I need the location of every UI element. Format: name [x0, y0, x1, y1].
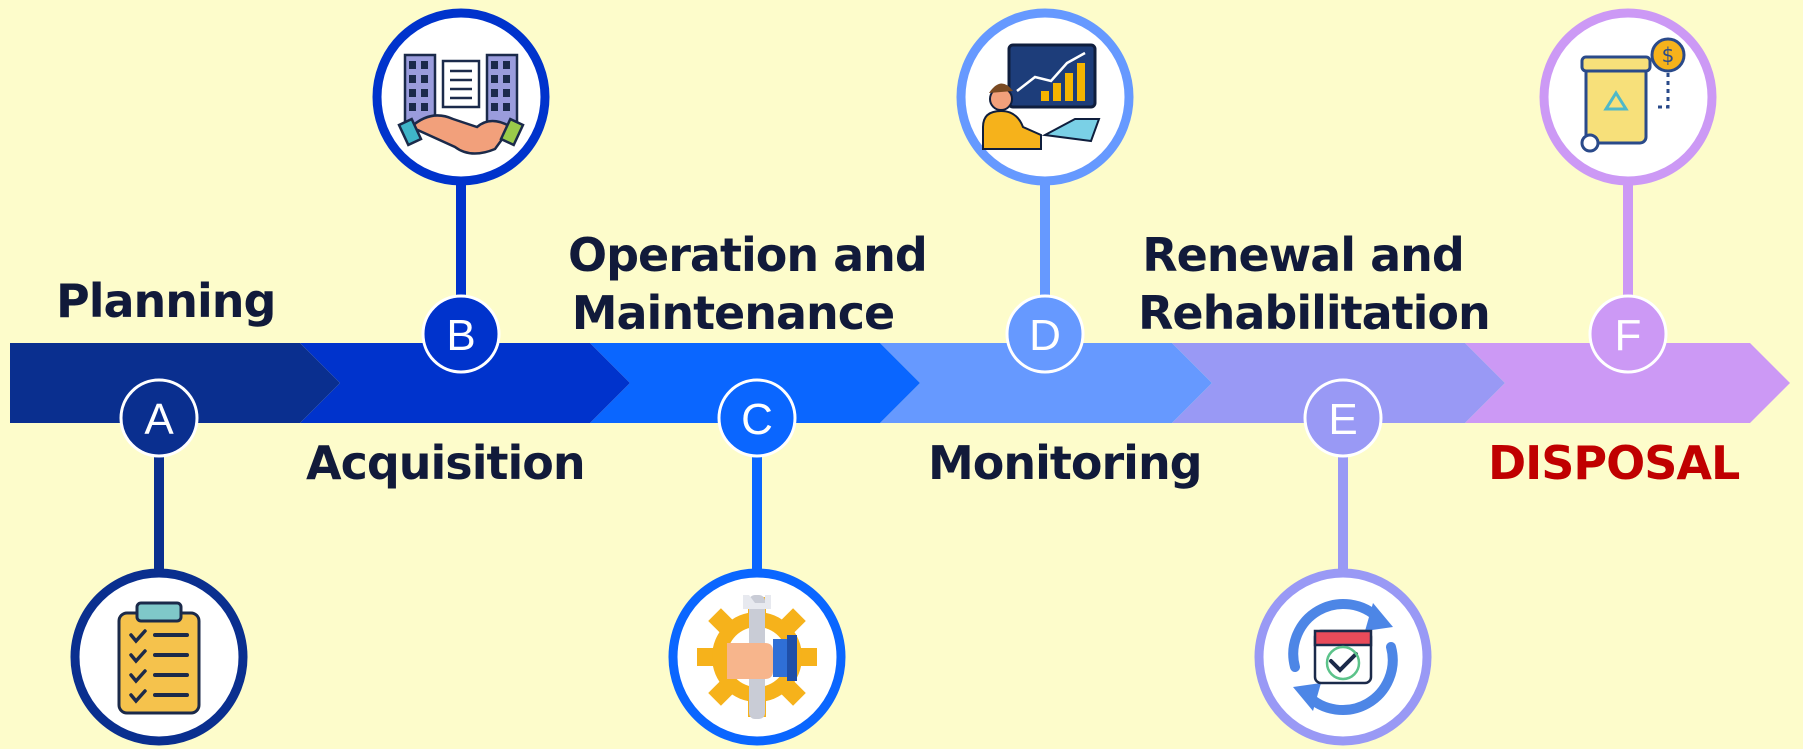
- icon-ring-a: [70, 568, 248, 746]
- stage-marker-d: D: [1005, 294, 1085, 374]
- stage-marker-e: E: [1303, 378, 1383, 458]
- clipboard-checklist-icon: [117, 601, 201, 715]
- arrow-segment-d: [880, 343, 1212, 423]
- arrow-band: [10, 343, 1790, 423]
- recycle-bin-icon: $: [1580, 37, 1686, 153]
- icon-rings: $: [70, 8, 1717, 746]
- analyst-chart-icon: [982, 43, 1101, 150]
- calendar-refresh-icon: [1288, 598, 1398, 716]
- stage-marker-b: B: [421, 294, 501, 374]
- stage-title-monitoring: Monitoring: [928, 436, 1203, 490]
- stage-letter-e: E: [1328, 395, 1357, 444]
- svg-text:$: $: [1662, 43, 1675, 67]
- arrow-segment-f: [1465, 343, 1790, 423]
- letter-markers: A B C D E F: [119, 294, 1668, 458]
- icon-ring-b: [372, 8, 550, 186]
- icon-ring-f: $: [1539, 8, 1717, 186]
- stage-letter-b: B: [446, 311, 475, 360]
- icon-ring-d: [956, 8, 1134, 186]
- stage-letter-d: D: [1029, 311, 1061, 360]
- stage-marker-a: A: [119, 378, 199, 458]
- stage-marker-c: C: [717, 378, 797, 458]
- stage-letter-a: A: [144, 395, 174, 444]
- stage-title-acquisition: Acquisition: [306, 436, 586, 490]
- stage-letter-c: C: [741, 395, 773, 444]
- stage-title-renewal-rehabilitation: Renewal and Rehabilitation: [1138, 228, 1491, 340]
- icon-ring-c: [668, 568, 846, 746]
- arrow-segment-b: [300, 343, 630, 423]
- stage-marker-f: F: [1588, 294, 1668, 374]
- gear-wrench-icon: [697, 595, 817, 719]
- handshake-buildings-icon: [397, 53, 525, 155]
- stage-title-planning: Planning: [56, 274, 276, 328]
- icon-ring-e: [1254, 568, 1432, 746]
- stage-title-operation-maintenance: Operation and Maintenance: [568, 228, 928, 340]
- stage-title-disposal: DISPOSAL: [1488, 436, 1740, 490]
- stage-letter-f: F: [1615, 311, 1642, 360]
